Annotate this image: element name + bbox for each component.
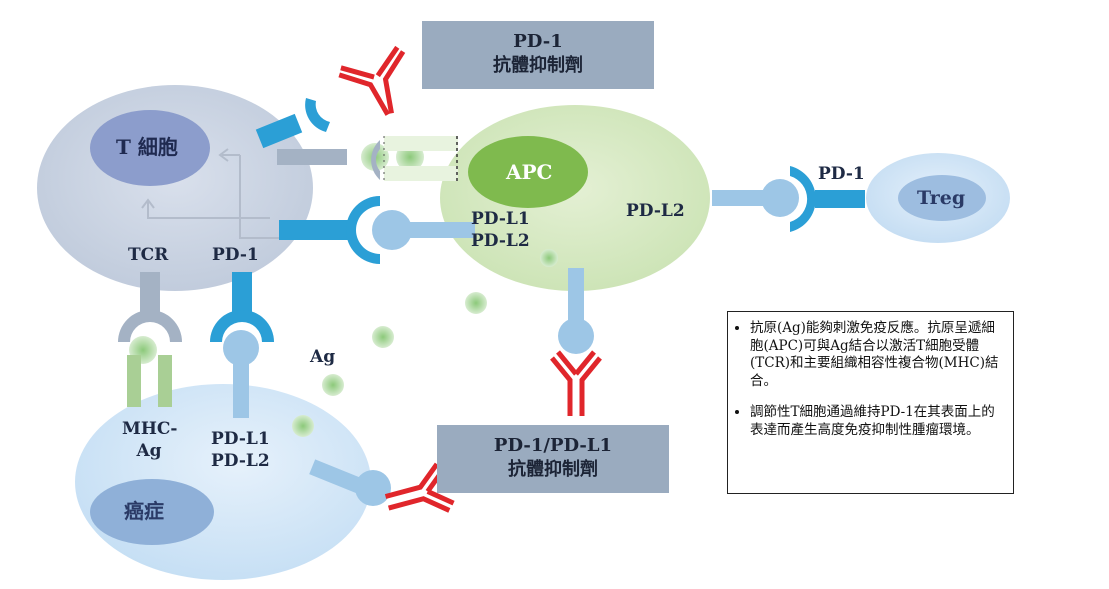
pd1-pdl1-inhibitor-line1: PD-1/PD-L1 xyxy=(493,435,613,456)
t-cell-nucleus xyxy=(90,110,210,186)
pdl2-apc-label: PD-L2 xyxy=(471,231,530,251)
cancer-label: 癌症 xyxy=(124,499,164,523)
pdl2-apc-right-label: PD-L2 xyxy=(626,201,685,221)
pd1-inhibitor-line1: PD-1 xyxy=(513,31,563,52)
apc-pdl-label: PD-L1 PD-L2 xyxy=(471,208,530,252)
treg-nucleus xyxy=(898,175,986,221)
antibody-icon xyxy=(338,45,406,116)
apc-treg-binding xyxy=(712,166,865,232)
mhc-ag-line1: MHC- xyxy=(122,419,178,439)
pd1-inhibitor-box: PD-1 抗體抑制劑 xyxy=(422,21,654,89)
pd1-tcell-label: PD-1 xyxy=(212,245,259,265)
tcr-apc-complex xyxy=(277,136,458,181)
cancer-nucleus xyxy=(90,479,214,545)
antigen-particle xyxy=(465,292,487,314)
pdl1-apc-label: PD-L1 xyxy=(471,209,530,229)
pdl1-cancer-label: PD-L1 xyxy=(211,429,270,449)
cancer-cell xyxy=(75,384,371,580)
mhc-ag-label: MHC- Ag xyxy=(122,418,178,462)
info-bullet-1: 抗原(Ag)能夠刺激免疫反應。抗原呈遞細胞(APC)可與Ag結合以激活T細胞受體… xyxy=(750,320,1005,390)
antigen-particle xyxy=(540,249,558,267)
pd1-pdl1-inhibitor-box: PD-1/PD-L1 抗體抑制劑 xyxy=(437,425,669,493)
antigen-particle xyxy=(322,374,344,396)
apc-pdl1-bottom xyxy=(558,268,594,354)
info-bullet-2: 調節性T細胞通過維持PD-1在其表面上的表達而產生高度免疫抑制性腫瘤環境。 xyxy=(750,404,1005,439)
tcr-label: TCR xyxy=(128,245,169,265)
tcr-mhc-complex xyxy=(118,272,182,407)
apc-cell xyxy=(440,105,710,291)
pd1-inhibitor-line2: 抗體抑制劑 xyxy=(493,55,583,76)
antibody-icon xyxy=(550,350,602,416)
cancer-pdl1-right xyxy=(309,459,391,506)
info-box: 抗原(Ag)能夠刺激免疫反應。抗原呈遞細胞(APC)可與Ag結合以激活T細胞受體… xyxy=(727,311,1014,494)
t-cell-label: T 細胞 xyxy=(116,135,178,159)
cancer-pdl-label: PD-L1 PD-L2 xyxy=(211,428,270,472)
treg-label: Treg xyxy=(917,187,966,209)
antibody-icon xyxy=(384,462,455,513)
pd1-cancer-binding xyxy=(210,272,274,418)
pd1-apc-binding xyxy=(279,196,475,264)
apc-nucleus xyxy=(468,136,588,208)
pdl2-cancer-label: PD-L2 xyxy=(211,451,270,471)
ag-label: Ag xyxy=(310,347,336,367)
activation-arrows xyxy=(141,148,282,239)
antigen-particle xyxy=(292,415,314,437)
pd1-treg-label: PD-1 xyxy=(818,164,865,184)
pd1-receptor-top xyxy=(255,98,330,149)
pd1-pdl1-inhibitor-line2: 抗體抑制劑 xyxy=(508,459,598,480)
mhc-ag-line2: Ag xyxy=(136,441,162,461)
apc-label: APC xyxy=(506,160,553,184)
antigen-particle xyxy=(372,326,394,348)
